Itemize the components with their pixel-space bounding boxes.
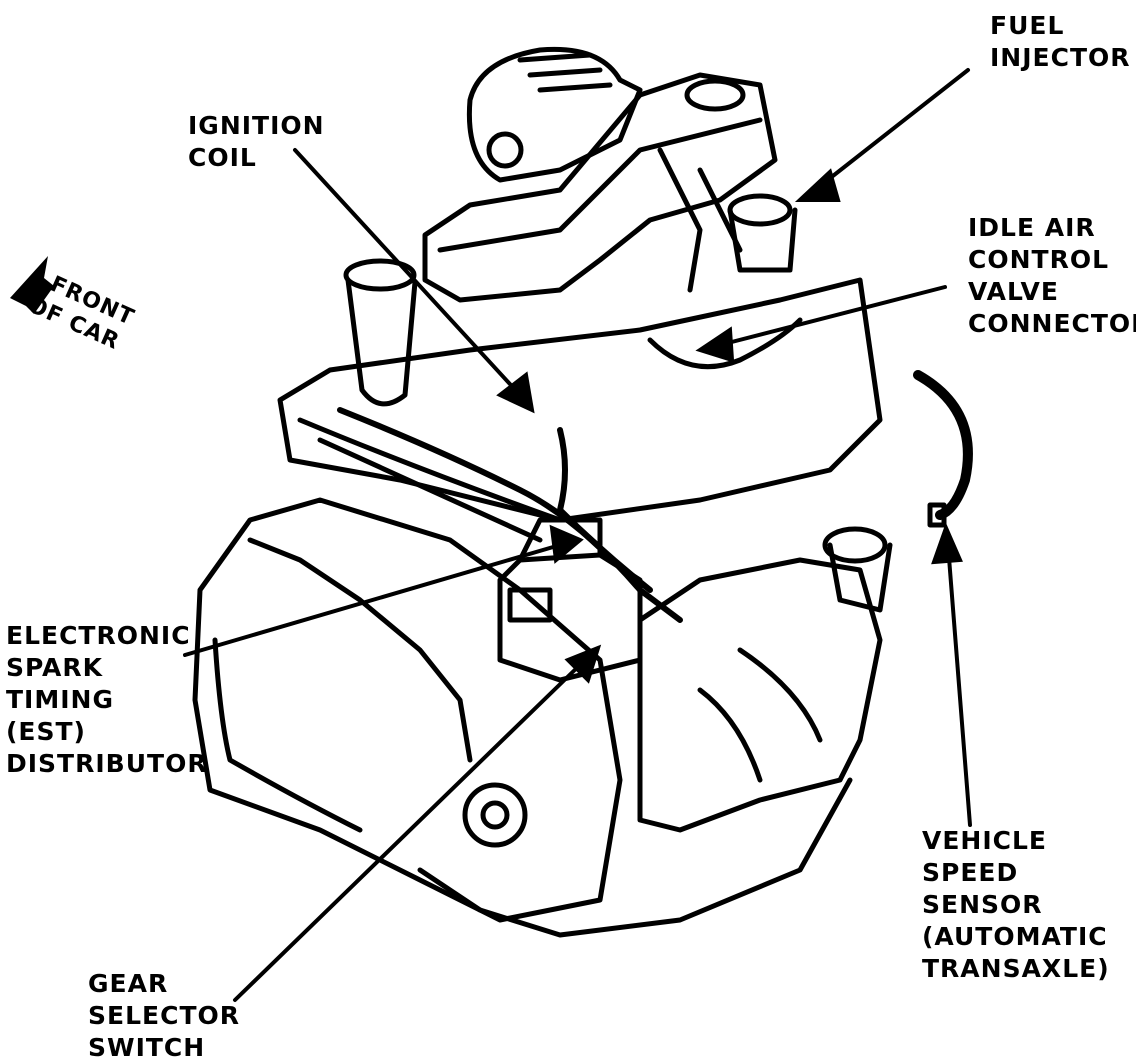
speed-sensor-cable: [913, 370, 973, 528]
oil-filler: [343, 258, 418, 407]
wiring-harness: [337, 407, 683, 623]
differential-housing: [637, 526, 893, 833]
transaxle-case: [192, 497, 623, 923]
gear-line-3: SWITCH: [88, 1033, 206, 1062]
est-line-4: (EST): [6, 717, 86, 746]
idle-air-line-4: CONNECTOR: [968, 309, 1136, 338]
est-distributor-label: ELECTRONIC SPARK TIMING (EST) DISTRIBUTO…: [6, 620, 208, 780]
gear-line-2: SELECTOR: [88, 1001, 240, 1030]
idle-air-line-1: IDLE AIR: [968, 213, 1096, 242]
gear-selector-switch-label: GEAR SELECTOR SWITCH: [88, 968, 240, 1064]
est-line-5: DISTRIBUTOR: [6, 749, 208, 778]
leader-gear: [233, 644, 602, 1002]
fuel-injector-line-2: INJECTOR: [990, 43, 1131, 72]
ignition-coil-label: IGNITION COIL: [188, 110, 325, 174]
valve-cover: [422, 72, 778, 303]
vss-line-2: SPEED: [922, 858, 1019, 887]
vehicle-speed-sensor-label: VEHICLE SPEED SENSOR (AUTOMATIC TRANSAXL…: [922, 825, 1110, 985]
vss-line-5: TRANSAXLE): [922, 954, 1110, 983]
idle-air-line-3: VALVE: [968, 277, 1059, 306]
leader-fuel-injector: [794, 68, 970, 202]
fuel-injector-label: FUEL INJECTOR: [990, 10, 1131, 74]
oil-pan: [417, 777, 853, 938]
ignition-coil-line-1: IGNITION: [188, 111, 325, 140]
leader-vss: [931, 522, 972, 827]
idle-air-control-label: IDLE AIR CONTROL VALVE CONNECTOR: [968, 212, 1136, 340]
vss-line-3: SENSOR: [922, 890, 1043, 919]
vss-line-1: VEHICLE: [922, 826, 1048, 855]
idle-air-line-2: CONTROL: [968, 245, 1110, 274]
alternator: [466, 46, 643, 183]
est-line-2: SPARK: [6, 653, 104, 682]
gear-line-1: GEAR: [88, 969, 169, 998]
leader-est: [183, 524, 584, 657]
vss-line-4: (AUTOMATIC: [922, 922, 1108, 951]
engine-block: [277, 277, 883, 543]
leader-ignition-coil: [293, 148, 535, 414]
est-line-1: ELECTRONIC: [6, 621, 191, 650]
leader-idle-air: [695, 285, 947, 363]
fuel-injector-line-1: FUEL: [990, 11, 1065, 40]
front-arrow-icon: [10, 256, 54, 314]
ignition-coil-line-2: COIL: [188, 143, 257, 172]
est-line-3: TIMING: [6, 685, 114, 714]
throttle-body: [657, 147, 798, 293]
